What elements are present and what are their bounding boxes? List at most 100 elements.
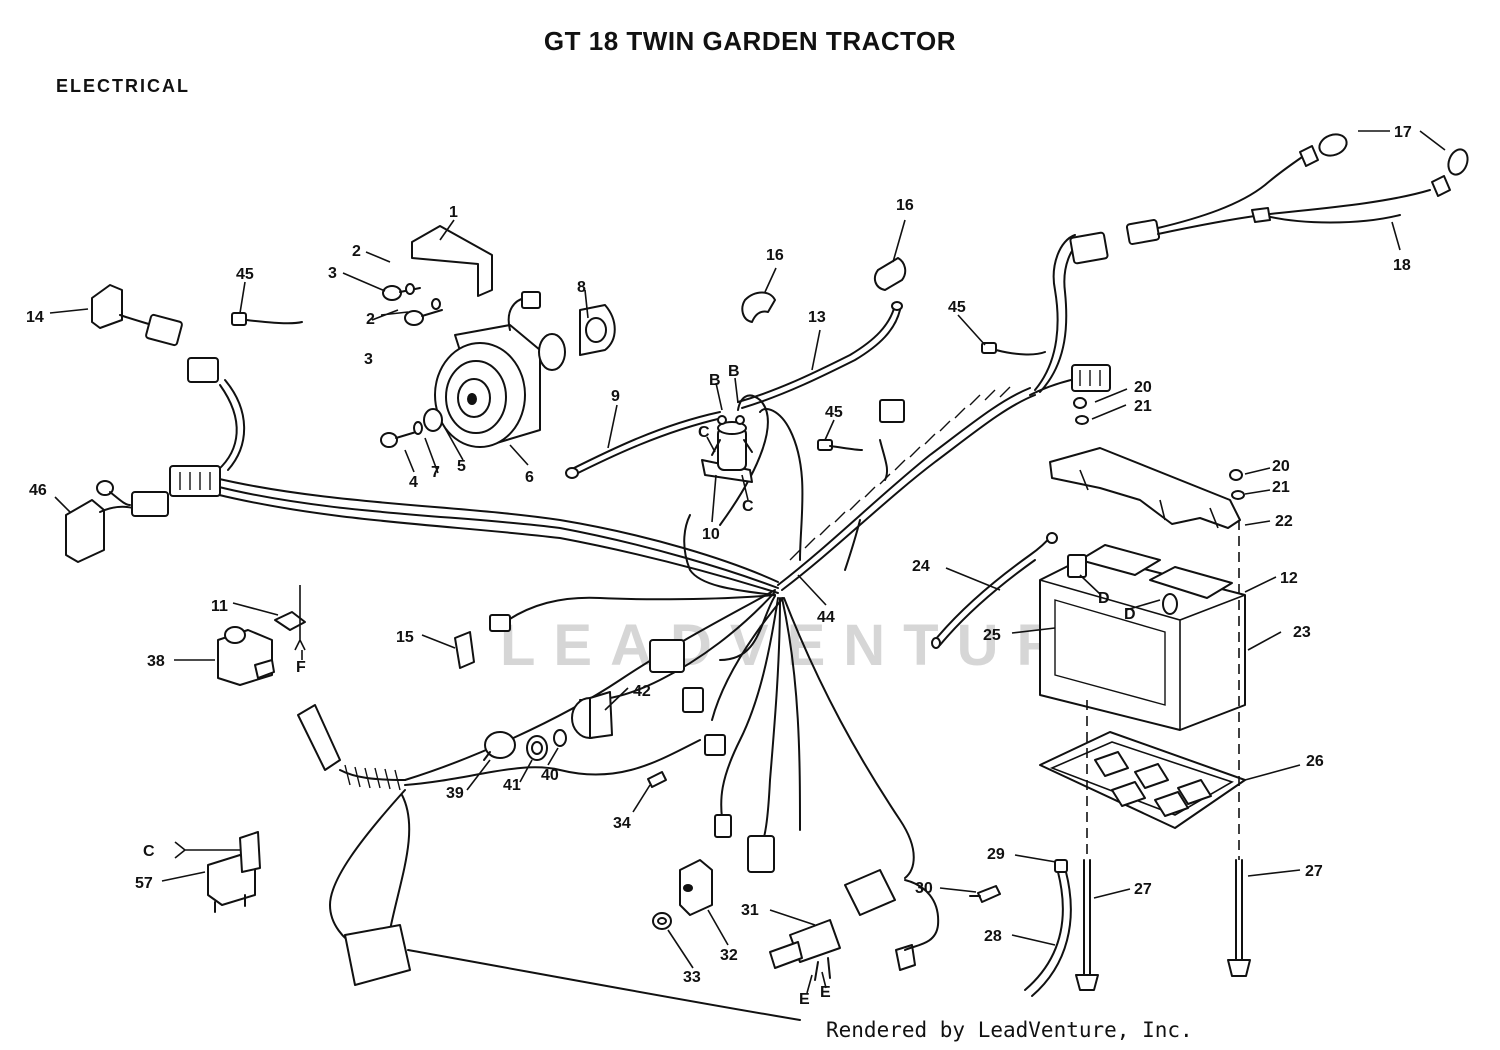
part-14-connector[interactable] <box>91 284 183 347</box>
part-8-spacer[interactable] <box>538 304 616 371</box>
part-25-decal[interactable] <box>1054 599 1166 706</box>
part-22-hold-down[interactable] <box>1049 447 1241 529</box>
part-9-cable[interactable] <box>565 411 723 479</box>
leader-lines <box>49 130 1446 994</box>
part-1-bracket[interactable] <box>411 225 493 297</box>
part-13-cable[interactable] <box>737 301 903 409</box>
callout-29: 29 <box>987 846 1005 863</box>
callout-20: 20 <box>1272 458 1290 475</box>
part-18-headlight-harness[interactable] <box>1125 154 1431 245</box>
callout-27: 27 <box>1305 863 1323 880</box>
callout-C: C <box>742 498 754 515</box>
callout-E: E <box>799 991 810 1008</box>
part-15-clip[interactable] <box>454 631 475 669</box>
part-17-bulb[interactable] <box>1299 131 1471 197</box>
part-46-switch[interactable] <box>65 480 169 563</box>
callout-16: 16 <box>896 197 914 214</box>
part-57-relay[interactable] <box>174 831 261 913</box>
callout-13: 13 <box>808 309 826 326</box>
callout-3: 3 <box>328 265 337 282</box>
harness-connector[interactable] <box>297 614 940 986</box>
part-27-rod[interactable] <box>1075 520 1251 991</box>
callout-2: 2 <box>366 311 375 328</box>
part-33-nut[interactable] <box>652 912 672 930</box>
callout-41: 41 <box>503 777 521 794</box>
callout-39: 39 <box>446 785 464 802</box>
part-5-washer[interactable] <box>423 408 443 432</box>
callout-45: 45 <box>948 299 966 316</box>
callout-30: 30 <box>915 880 933 897</box>
callout-23: 23 <box>1293 624 1311 641</box>
part-28-vent-tube[interactable] <box>1024 871 1072 997</box>
callout-40: 40 <box>541 767 559 784</box>
callout-D: D <box>1098 590 1110 607</box>
callout-28: 28 <box>984 928 1002 945</box>
callout-3: 3 <box>364 351 373 368</box>
callout-27: 27 <box>1134 881 1152 898</box>
callout-6: 6 <box>525 469 534 486</box>
diagram-title: GT 18 TWIN GARDEN TRACTOR <box>543 26 957 56</box>
harness-connector[interactable] <box>169 357 221 497</box>
part-3-bolt[interactable] <box>382 285 443 326</box>
callout-34: 34 <box>613 815 631 832</box>
callout-B: B <box>709 372 721 389</box>
part-7-lock-washer[interactable] <box>413 421 423 435</box>
part-42-ignition-switch[interactable] <box>571 691 613 739</box>
callout-14: 14 <box>26 309 44 326</box>
part-20-bolt[interactable] <box>1073 397 1243 481</box>
callout-22: 22 <box>1275 513 1293 530</box>
part-10-solenoid[interactable] <box>701 415 753 483</box>
callout-11: 11 <box>211 598 228 615</box>
part-4-bolt[interactable] <box>380 431 417 448</box>
callout-10: 10 <box>702 526 720 543</box>
callout-E: E <box>820 984 831 1001</box>
part-31-switch[interactable] <box>769 919 841 981</box>
part-2-lock-washer[interactable] <box>405 283 441 310</box>
callout-12: 12 <box>1280 570 1298 587</box>
callout-17: 17 <box>1394 124 1412 141</box>
callout-F: F <box>296 659 306 676</box>
callout-38: 38 <box>147 653 165 670</box>
harness-connector[interactable] <box>879 231 1111 423</box>
callout-31: 31 <box>741 902 759 919</box>
callout-D: D <box>1124 606 1136 623</box>
section-label: ELECTRICAL <box>56 76 190 96</box>
watermark: LEADVENTURE <box>500 613 1134 678</box>
callout-33: 33 <box>683 969 701 986</box>
callout-57: 57 <box>135 875 153 892</box>
callout-25: 25 <box>983 627 1001 644</box>
callout-45: 45 <box>825 404 843 421</box>
part-16-boot[interactable] <box>741 257 907 323</box>
part-26-battery-tray[interactable] <box>1039 731 1246 829</box>
callout-B: B <box>728 363 740 380</box>
callout-16: 16 <box>766 247 784 264</box>
callout-45: 45 <box>236 266 254 283</box>
part-24-cable[interactable] <box>931 532 1058 649</box>
callout-18: 18 <box>1393 257 1411 274</box>
part-45-tie-strap[interactable] <box>981 342 1046 356</box>
part-29-clip[interactable] <box>1054 859 1068 873</box>
part-21-nut[interactable] <box>1075 415 1245 500</box>
callout-9: 9 <box>611 388 620 405</box>
callout-46: 46 <box>29 482 47 499</box>
part-23-battery[interactable] <box>1039 544 1246 731</box>
part-11-clamp[interactable] <box>274 585 306 651</box>
render-credit: Rendered by LeadVenture, Inc. <box>826 1018 1193 1042</box>
part-30-terminal[interactable] <box>969 885 1001 903</box>
part-34-fuse[interactable] <box>647 771 667 788</box>
callout-C: C <box>143 843 155 860</box>
part-45-tie-strap[interactable] <box>817 439 863 451</box>
callout-21: 21 <box>1134 398 1152 415</box>
part-40-washer[interactable] <box>553 729 567 747</box>
part-45-tie-strap[interactable] <box>231 312 303 326</box>
part-32-switch[interactable] <box>679 859 713 916</box>
part-38-switch[interactable] <box>217 626 275 686</box>
part-6-pto-clutch[interactable] <box>434 291 541 448</box>
callout-44: 44 <box>817 609 835 626</box>
part-41-nut[interactable] <box>526 735 548 761</box>
callout-5: 5 <box>457 458 466 475</box>
callout-8: 8 <box>577 279 586 296</box>
part-39-key-switch-bezel[interactable] <box>483 731 516 761</box>
callout-2: 2 <box>352 243 361 260</box>
callout-15: 15 <box>396 629 414 646</box>
